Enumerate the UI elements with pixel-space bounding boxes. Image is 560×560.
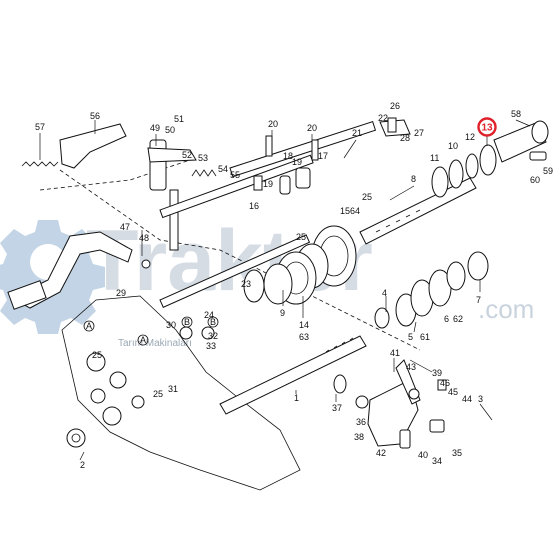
callout-14: 14	[299, 320, 309, 330]
lower-shaft	[219, 335, 367, 415]
callout-26: 26	[390, 101, 400, 111]
callout-57: 57	[35, 122, 45, 132]
callout-41: 41	[390, 348, 400, 358]
pedal-arm	[7, 231, 133, 310]
callout-43: 43	[406, 362, 416, 372]
callout-49: 49	[150, 123, 160, 133]
callout-55: 55	[230, 170, 240, 180]
highlight-label: 13	[481, 123, 493, 134]
callout-A2: A	[140, 335, 146, 345]
callout-62: 62	[453, 314, 463, 324]
callout-18: 18	[283, 151, 293, 161]
callout-36: 36	[356, 417, 366, 427]
highlight-ring	[477, 117, 497, 137]
callout-34: 34	[432, 456, 442, 466]
shift-rods	[159, 119, 411, 308]
callout-51: 51	[174, 114, 184, 124]
callout-52: 52	[182, 150, 192, 160]
callout-22: 22	[378, 113, 388, 123]
callout-35: 35	[452, 448, 462, 458]
callout-1: 1	[294, 393, 299, 403]
callout-2: 2	[80, 460, 85, 470]
callout-60: 60	[530, 175, 540, 185]
leader-lines	[39, 119, 531, 461]
callout-23: 23	[241, 279, 251, 289]
callout-61: 61	[420, 332, 430, 342]
callout-54: 54	[218, 164, 228, 174]
transmission-case	[39, 159, 421, 491]
callout-20a: 20	[268, 119, 278, 129]
callout-19b: 19	[263, 179, 273, 189]
callout-31: 31	[168, 384, 178, 394]
callout-15: 15	[340, 206, 350, 216]
callout-12: 12	[465, 132, 475, 142]
right-gear-row	[374, 251, 489, 329]
callout-8: 8	[411, 174, 416, 184]
callout-3: 3	[478, 394, 483, 404]
callout-4: 4	[382, 288, 387, 298]
callout-58: 58	[511, 109, 521, 119]
brake-linkage	[21, 123, 217, 251]
callout-10: 10	[448, 141, 458, 151]
callout-37: 37	[332, 403, 342, 413]
callout-33: 33	[206, 341, 216, 351]
small-hardware	[141, 117, 447, 391]
callout-45: 45	[448, 387, 458, 397]
callout-7: 7	[476, 295, 481, 305]
callout-38: 38	[354, 432, 364, 442]
callout-24: 24	[204, 310, 214, 320]
callout-19a: 19	[292, 157, 302, 167]
callout-28: 28	[400, 133, 410, 143]
callout-9: 9	[280, 308, 285, 318]
callout-B1: B	[184, 317, 190, 327]
callout-A1: A	[86, 321, 92, 331]
callout-39: 39	[432, 368, 442, 378]
callout-27: 27	[414, 128, 424, 138]
callout-21: 21	[352, 128, 362, 138]
callout-63: 63	[299, 332, 309, 342]
callout-32: 32	[208, 331, 218, 341]
shift-lever	[333, 359, 445, 449]
callout-42: 42	[376, 448, 386, 458]
callout-40: 40	[418, 450, 428, 460]
callout-25d: 25	[153, 389, 163, 399]
callout-17: 17	[318, 151, 328, 161]
watermark-suffix: .com	[478, 294, 534, 324]
callout-48: 48	[139, 233, 149, 243]
callout-64: 64	[350, 206, 360, 216]
callout-6: 6	[444, 314, 449, 324]
callout-56: 56	[90, 111, 100, 121]
highlight-marker[interactable]: 13	[477, 117, 497, 137]
callout-16: 16	[249, 201, 259, 211]
callout-47: 47	[120, 222, 130, 232]
callout-59: 59	[543, 166, 553, 176]
callout-5: 5	[408, 332, 413, 342]
main-shaft	[359, 177, 477, 245]
callout-25b: 25	[296, 232, 306, 242]
callout-11: 11	[430, 153, 439, 163]
callout-labels: 56 57 49 50 51 52 53 54 55 20 20 21 22 2…	[35, 101, 553, 470]
callout-30: 30	[166, 320, 176, 330]
callout-50: 50	[165, 125, 175, 135]
callout-44: 44	[462, 394, 472, 404]
callout-20b: 20	[307, 123, 317, 133]
callout-B2: B	[210, 317, 216, 327]
watermark-subtitle: Tarım Makinaları	[118, 338, 192, 349]
gear-cluster	[243, 225, 357, 305]
callout-25a: 25	[362, 192, 372, 202]
callout-29: 29	[116, 288, 126, 298]
bearing-stack	[431, 120, 549, 198]
callout-46: 46	[440, 378, 450, 388]
callout-53: 53	[198, 153, 208, 163]
callout-25c: 25	[92, 350, 102, 360]
